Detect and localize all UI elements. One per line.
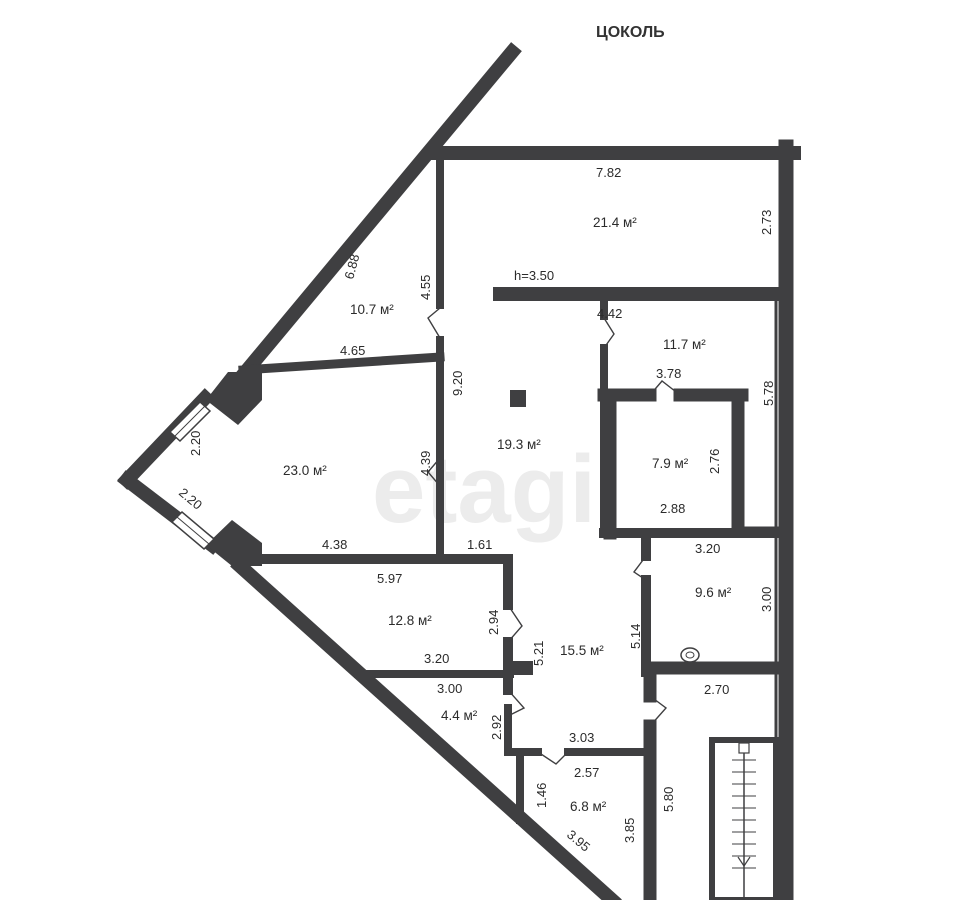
dim-small-top: 3.00 xyxy=(437,681,462,696)
door-right-room[interactable] xyxy=(603,317,615,349)
windows xyxy=(168,400,216,551)
dim-hall-bottom: 1.61 xyxy=(467,537,492,552)
area-room-small: 4.4 м² xyxy=(441,708,478,723)
door-small[interactable] xyxy=(507,689,526,717)
dim-bath-side: 3.00 xyxy=(759,587,774,612)
ceiling-height-label: h=3.50 xyxy=(514,268,554,283)
window-upper-pane xyxy=(174,405,206,437)
dim-mid-left-bottom: 3.20 xyxy=(424,651,449,666)
dim-hall-left: 9.20 xyxy=(450,371,465,396)
wall-diagonal-lower xyxy=(230,556,622,900)
window-lower-pane xyxy=(176,516,210,545)
dim-core-side: 2.76 xyxy=(707,449,722,474)
column-hall xyxy=(510,390,526,407)
area-core: 7.9 м² xyxy=(652,456,689,471)
dim-right-side: 5.78 xyxy=(761,381,776,406)
wall-upper-left-bottom xyxy=(238,352,445,375)
dim-stair-top: 2.70 xyxy=(704,682,729,697)
dim-top-height: 2.73 xyxy=(759,210,774,235)
dimension-labels: 7.82 h=3.50 4.65 4.42 3.78 2.88 4.38 1.6… xyxy=(176,165,776,855)
door-upper-left[interactable] xyxy=(427,307,441,339)
area-room-right: 11.7 м² xyxy=(663,337,706,352)
doors xyxy=(427,307,681,765)
column-lower xyxy=(206,520,262,566)
dim-bottom-left: 1.46 xyxy=(534,783,549,808)
floor-title: ЦОКОЛЬ xyxy=(596,24,665,41)
dim-window-bottom: 2.20 xyxy=(176,485,205,513)
dim-corridor-left: 5.21 xyxy=(531,641,546,666)
staircase xyxy=(709,737,779,900)
area-room-upper-left: 10.7 м² xyxy=(350,302,394,317)
area-hall: 19.3 м² xyxy=(497,437,541,452)
room-areas: 21.4 м² 10.7 м² 23.0 м² 19.3 м² 11.7 м² … xyxy=(283,215,732,814)
dim-bottom-right: 3.85 xyxy=(622,818,637,843)
toilet-icon xyxy=(680,647,700,663)
dim-top-width: 7.82 xyxy=(596,165,621,180)
door-mid-left[interactable] xyxy=(507,604,523,643)
area-room-left: 23.0 м² xyxy=(283,463,327,478)
door-left-room[interactable] xyxy=(427,457,441,487)
dim-mid-left-side: 2.94 xyxy=(486,610,501,635)
area-room-bottom: 6.8 м² xyxy=(570,799,607,814)
area-room-top: 21.4 м² xyxy=(593,215,637,230)
dim-left-room-bottom: 4.38 xyxy=(322,537,347,552)
dim-mid-left-top: 5.97 xyxy=(377,571,402,586)
dim-bottom-top: 2.57 xyxy=(574,765,599,780)
watermark: etagi xyxy=(372,436,596,543)
door-bath[interactable] xyxy=(632,555,647,581)
area-room-mid-left: 12.8 м² xyxy=(388,613,432,628)
walls xyxy=(117,42,801,900)
stair-arrow-icon xyxy=(737,856,751,868)
wall-diagonal-upper xyxy=(233,42,522,385)
dim-diag-left: 6.88 xyxy=(341,252,362,280)
dim-upper-left-bottom: 4.65 xyxy=(340,343,365,358)
dim-upper-left-wall: 4.55 xyxy=(418,275,433,300)
column-upper xyxy=(206,372,262,425)
dim-window-top: 2.20 xyxy=(188,431,203,456)
area-corridor: 15.5 м² xyxy=(560,643,604,658)
dim-corridor-right: 5.14 xyxy=(628,624,643,649)
stair-treads xyxy=(732,759,756,869)
columns xyxy=(206,372,526,566)
dim-core-bottom: 2.88 xyxy=(660,501,685,516)
area-bath: 9.6 м² xyxy=(695,585,732,600)
door-core[interactable] xyxy=(649,380,681,396)
dim-bath-top: 3.20 xyxy=(695,541,720,556)
dim-left-room-wall: 4.39 xyxy=(418,451,433,476)
dim-core-top: 3.78 xyxy=(656,366,681,381)
dim-small-side: 2.92 xyxy=(489,715,504,740)
dim-right-top: 4.42 xyxy=(597,306,622,321)
dim-bottom-diag: 3.95 xyxy=(564,827,593,855)
dim-stair-side: 5.80 xyxy=(661,787,676,812)
door-bottom[interactable] xyxy=(537,751,569,765)
door-stair[interactable] xyxy=(649,695,668,727)
dim-corridor-bottom: 3.03 xyxy=(569,730,594,745)
stair-start-marker xyxy=(738,742,750,754)
